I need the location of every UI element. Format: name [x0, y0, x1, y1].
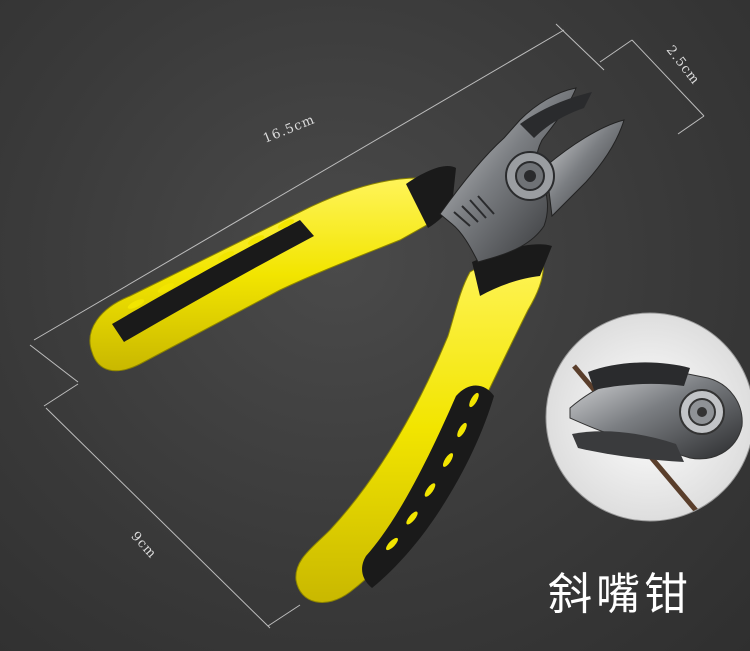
dimension-line-handle	[43, 383, 301, 629]
wire-cutting-inset	[545, 312, 750, 522]
upper-handle	[89, 165, 456, 372]
pliers-head	[439, 87, 625, 263]
product-title: 斜嘴钳	[548, 569, 692, 620]
dimension-line-length	[29, 23, 605, 383]
lower-handle	[295, 244, 552, 603]
dimension-line-width	[599, 39, 705, 135]
